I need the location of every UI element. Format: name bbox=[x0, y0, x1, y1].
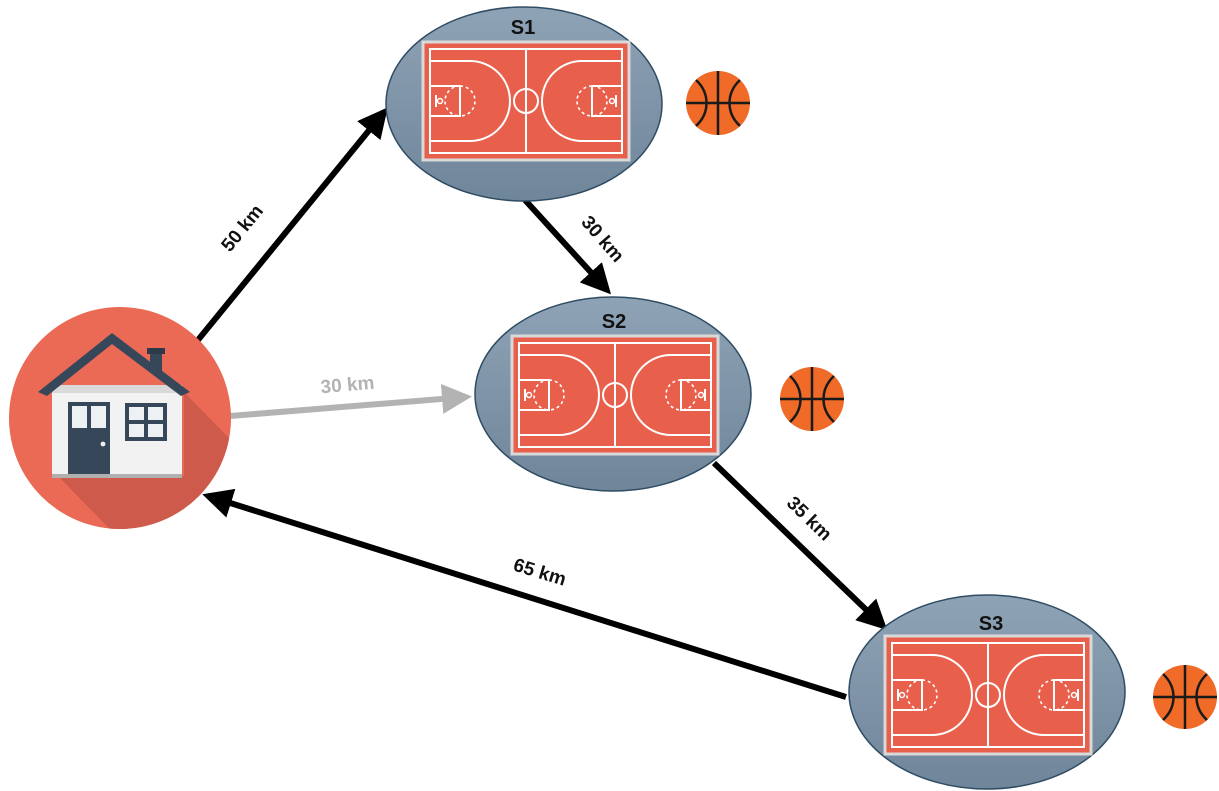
station-label-s2: S2 bbox=[602, 311, 626, 333]
station-s3: S3 bbox=[848, 594, 1219, 790]
house-icon bbox=[38, 333, 190, 478]
edge-label-home-s1: 50 km bbox=[218, 201, 268, 256]
station-s2: S2 bbox=[474, 296, 846, 492]
edge-label-home-s2: 30 km bbox=[320, 373, 376, 399]
edge-label-s3-home: 65 km bbox=[511, 555, 569, 591]
basketball-icon-s2 bbox=[778, 365, 846, 433]
edge-label-s1-s2: 30 km bbox=[577, 212, 628, 266]
court-s3 bbox=[883, 634, 1093, 756]
home-node bbox=[9, 307, 231, 529]
basketball-icon-s3 bbox=[1151, 663, 1219, 731]
court-s2 bbox=[510, 334, 720, 456]
station-label-s1: S1 bbox=[511, 17, 535, 39]
station-s1: S1 bbox=[385, 6, 752, 202]
edge-s3-home bbox=[202, 488, 847, 700]
basketball-icon-s1 bbox=[684, 69, 752, 137]
edge-s1-s2 bbox=[522, 197, 612, 295]
court-s1 bbox=[421, 40, 631, 162]
station-label-s3: S3 bbox=[979, 613, 1003, 635]
edge-home-s1 bbox=[195, 107, 388, 342]
edge-home-s2 bbox=[229, 383, 472, 419]
edge-s2-s3 bbox=[711, 460, 888, 631]
